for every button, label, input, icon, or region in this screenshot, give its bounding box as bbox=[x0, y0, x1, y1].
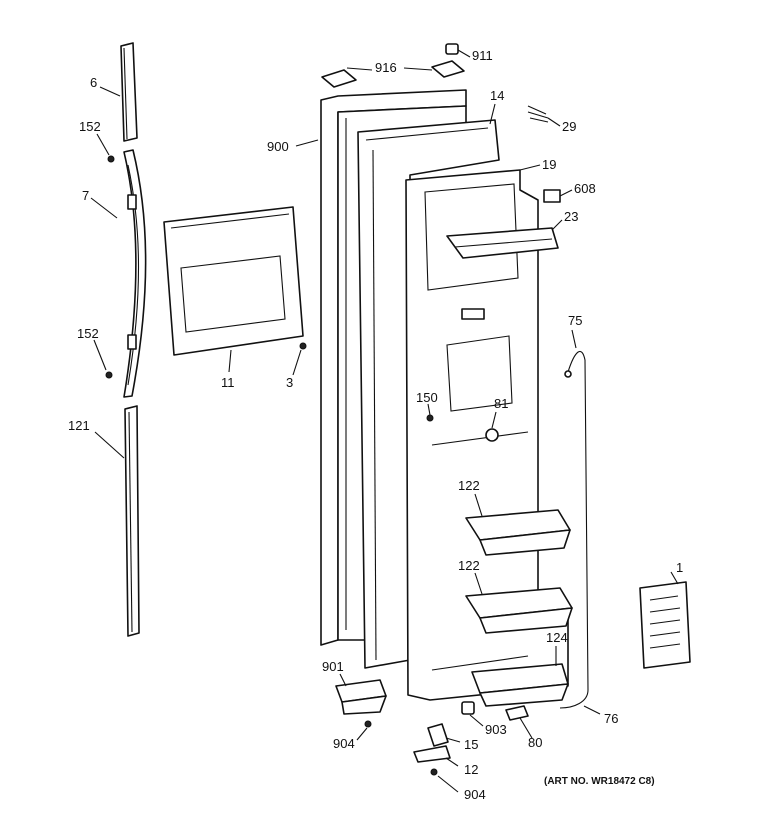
shelf-bin-part bbox=[465, 509, 571, 556]
callout-124: 124 bbox=[546, 630, 568, 645]
callout-1: 1 bbox=[676, 560, 683, 575]
screw-part bbox=[107, 155, 115, 163]
callout-121: 121 bbox=[68, 418, 90, 433]
water-tube-part bbox=[559, 350, 589, 709]
callout-122: 122 bbox=[458, 478, 480, 493]
wire-harness-part bbox=[527, 105, 549, 123]
callout-903: 903 bbox=[485, 722, 507, 737]
callout-19: 19 bbox=[542, 157, 556, 172]
callout-904: 904 bbox=[333, 736, 355, 751]
callout-152: 152 bbox=[79, 119, 101, 134]
callout-12: 12 bbox=[464, 762, 478, 777]
switch-part bbox=[543, 189, 561, 203]
callout-7: 7 bbox=[82, 188, 89, 203]
callout-11: 11 bbox=[221, 375, 235, 390]
clip-part bbox=[299, 342, 307, 350]
handle-cap-part bbox=[120, 42, 138, 142]
leader-lines bbox=[90, 49, 679, 793]
screw-part bbox=[426, 414, 434, 422]
screw-part bbox=[105, 371, 113, 379]
connector-part bbox=[505, 705, 529, 721]
callout-122: 122 bbox=[458, 558, 480, 573]
callout-150: 150 bbox=[416, 390, 438, 405]
callout-labels: 6 152 7 152 121 11 3 900 916 911 14 29 1… bbox=[68, 48, 683, 802]
cap-part bbox=[445, 43, 459, 55]
callout-152: 152 bbox=[77, 326, 99, 341]
callout-15: 15 bbox=[464, 737, 478, 752]
owners-manual-part bbox=[639, 581, 691, 669]
bushing-part bbox=[461, 701, 475, 715]
callout-76: 76 bbox=[604, 711, 618, 726]
callout-3: 3 bbox=[286, 375, 293, 390]
upper-shelf-bin-part bbox=[446, 227, 559, 259]
callout-23: 23 bbox=[564, 209, 578, 224]
screw-part bbox=[430, 768, 438, 776]
cover-plate-part bbox=[431, 60, 465, 78]
callout-14: 14 bbox=[490, 88, 504, 103]
callout-916: 916 bbox=[375, 60, 397, 75]
cover-plate-part bbox=[321, 69, 357, 88]
callout-608: 608 bbox=[574, 181, 596, 196]
door-gasket-part bbox=[357, 119, 500, 669]
callout-904: 904 bbox=[464, 787, 486, 802]
panel-part bbox=[163, 206, 304, 356]
bracket-part bbox=[335, 679, 387, 715]
shelf-bin-part bbox=[465, 587, 573, 634]
hinge-part bbox=[427, 723, 449, 747]
art-number: (ART NO. WR18472 C8) bbox=[544, 776, 655, 787]
callout-901: 901 bbox=[322, 659, 344, 674]
callout-75: 75 bbox=[568, 313, 582, 328]
hinge-plate-part bbox=[413, 745, 451, 763]
callout-80: 80 bbox=[528, 735, 542, 750]
callout-6: 6 bbox=[90, 75, 97, 90]
lamp-part bbox=[485, 428, 499, 442]
lower-trim-part bbox=[124, 405, 140, 637]
bottom-bin-part bbox=[471, 663, 569, 707]
callout-29: 29 bbox=[562, 119, 576, 134]
screw-part bbox=[364, 720, 372, 728]
callout-900: 900 bbox=[267, 139, 289, 154]
callout-81: 81 bbox=[494, 396, 508, 411]
handle-part bbox=[123, 149, 147, 398]
callout-911: 911 bbox=[472, 48, 493, 63]
